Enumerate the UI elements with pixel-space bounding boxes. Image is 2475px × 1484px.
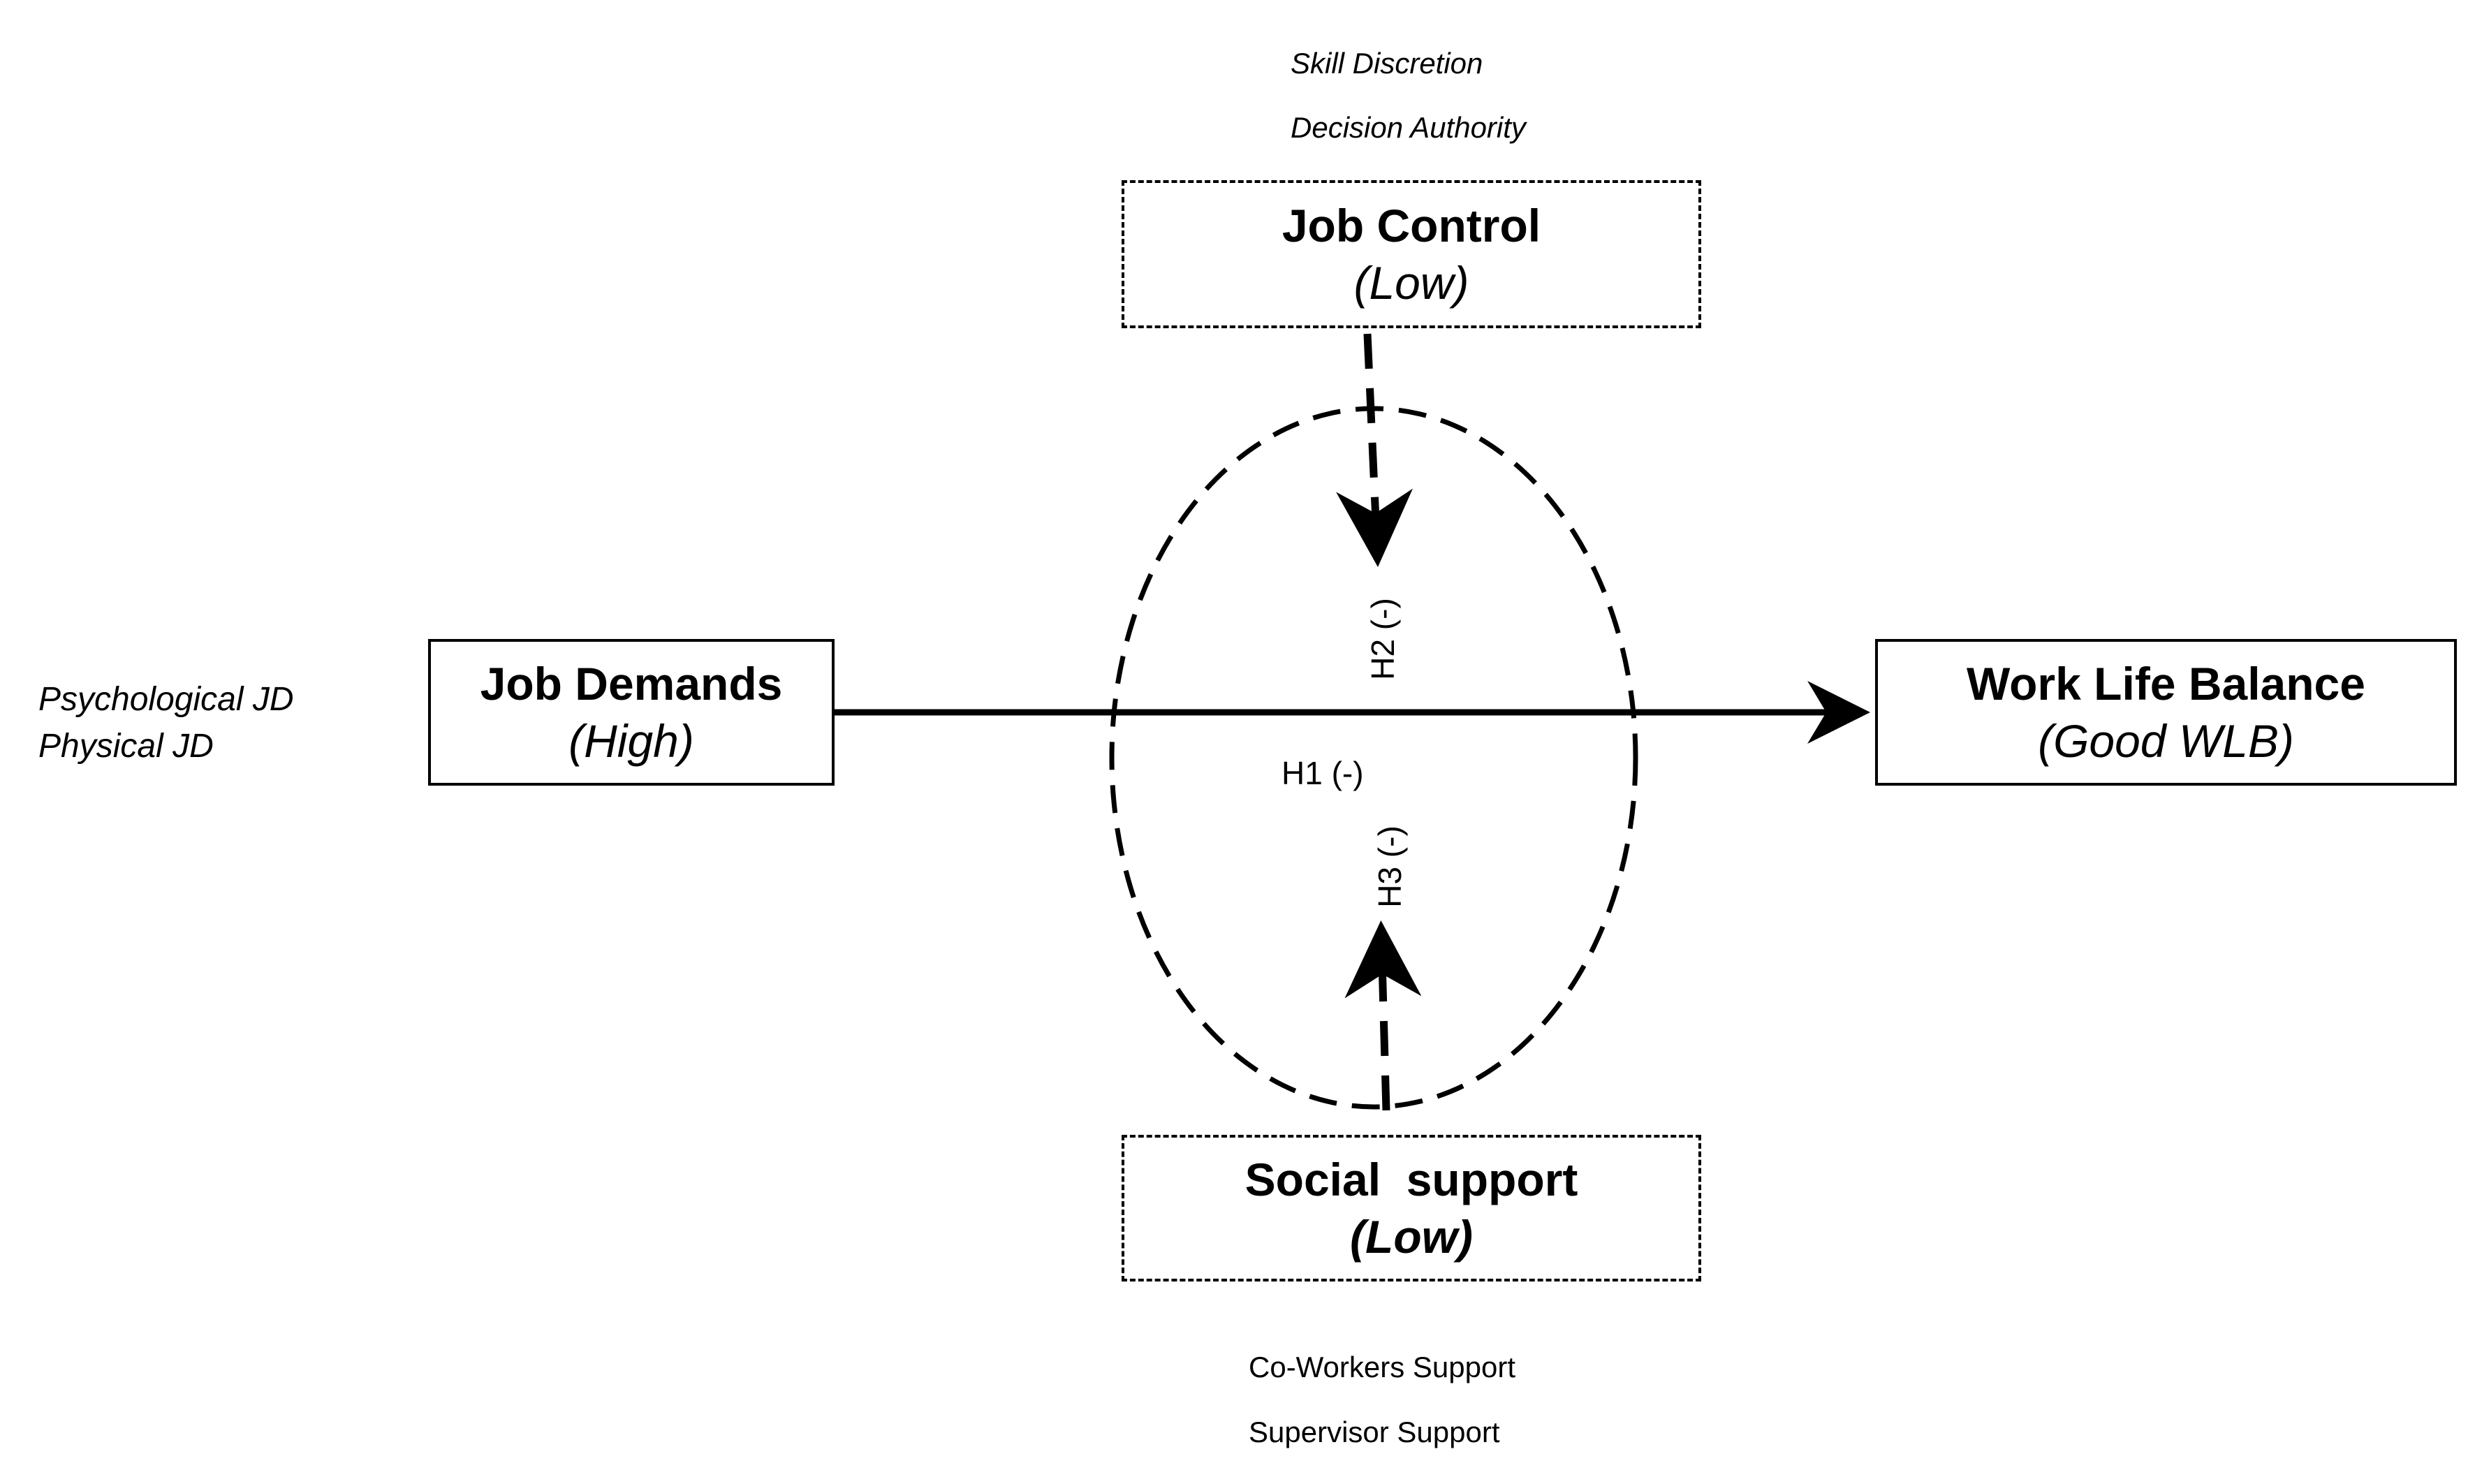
psychological-jd-label: Psychological JD (38, 681, 294, 718)
job-control-title: Job Control (1281, 199, 1541, 251)
h2-label: H2 (-) (1365, 598, 1401, 680)
h1-label: H1 (-) (1281, 755, 1364, 791)
job-control-level: (Low) (1353, 257, 1469, 309)
social-support-level: (Low) (1350, 1211, 1473, 1263)
job-demands-level: (High) (568, 715, 694, 767)
h2-arrow (1336, 333, 1413, 567)
skill-discretion-label: Skill Discretion (1291, 47, 1483, 80)
work-life-balance-level: (Good WLB) (2038, 715, 2294, 767)
physical-jd-label: Physical JD (38, 728, 214, 765)
social-support-title: Social support (1244, 1153, 1578, 1205)
h3-label: H3 (-) (1372, 825, 1408, 908)
job-control-box: Job Control (Low) (1122, 180, 1701, 328)
job-demands-box: Job Demands (High) (428, 639, 835, 786)
co-workers-support-label: Co-Workers Support (1249, 1351, 1516, 1383)
job-demands-title: Job Demands (480, 657, 783, 710)
work-life-balance-title: Work Life Balance (1967, 657, 2365, 710)
work-life-balance-box: Work Life Balance (Good WLB) (1875, 639, 2457, 786)
social-support-box: Social support (Low) (1122, 1135, 1701, 1281)
supervisor-support-label: Supervisor Support (1249, 1416, 1500, 1448)
h3-arrow (1344, 920, 1422, 1111)
decision-authority-label: Decision Authority (1291, 111, 1526, 144)
